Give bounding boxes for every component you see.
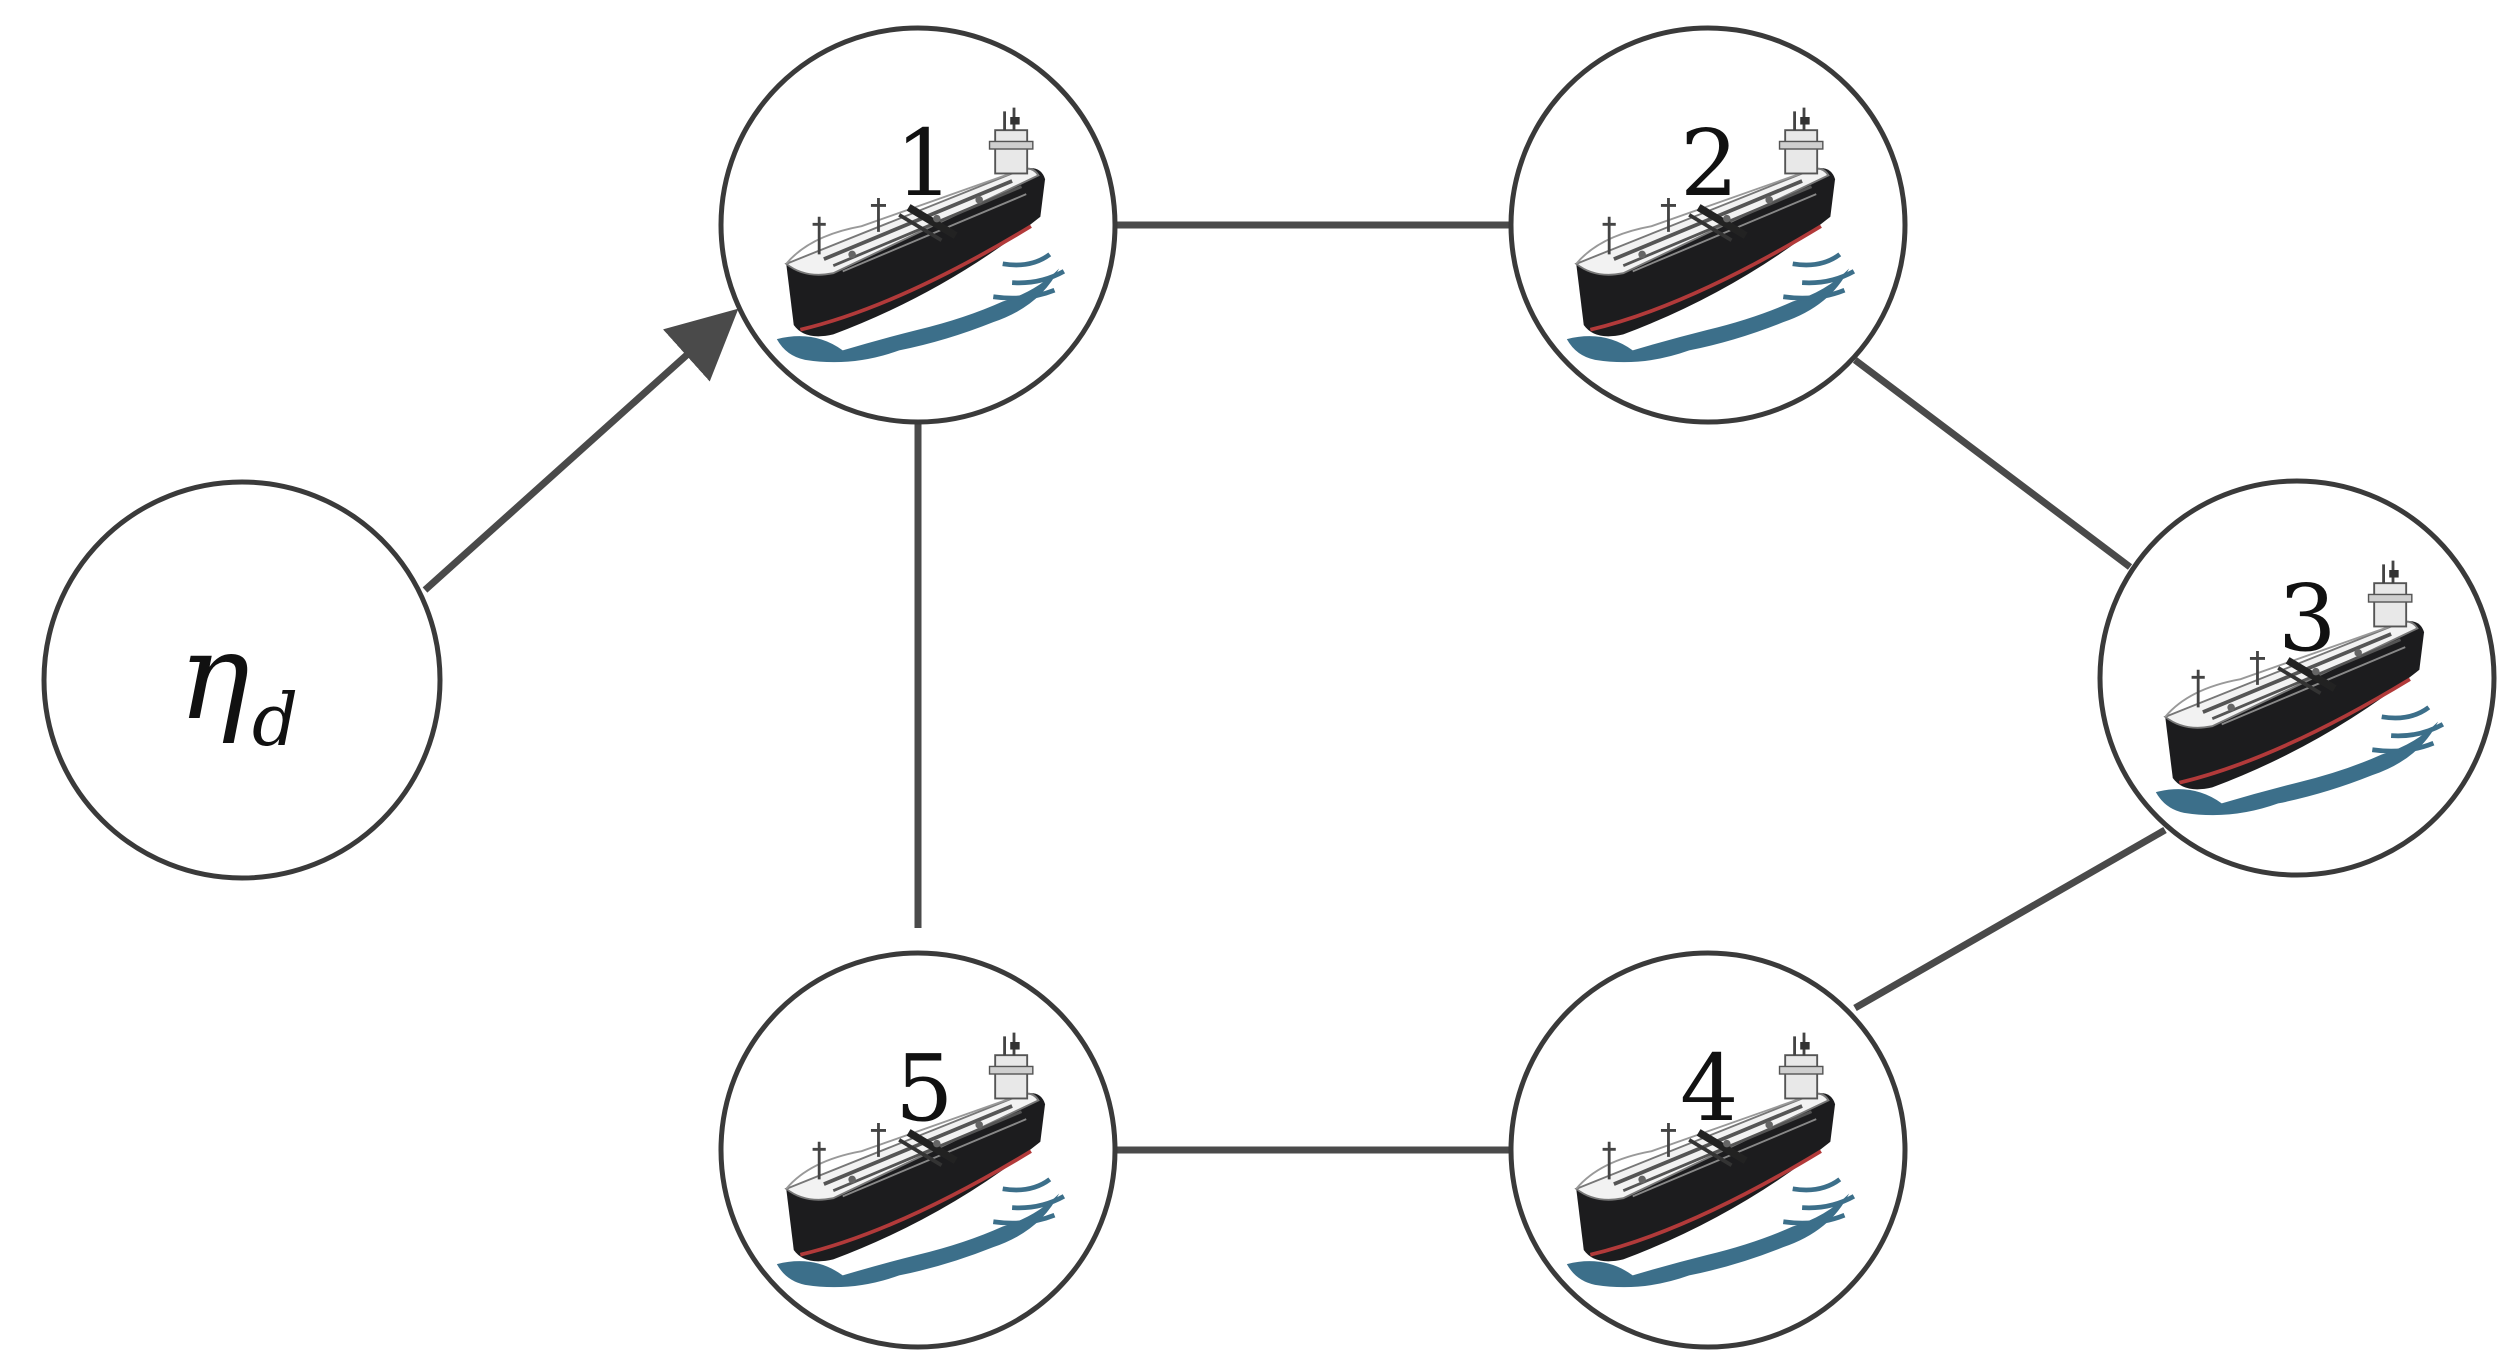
- ship-node-label: 2: [1680, 110, 1739, 217]
- ship-node-2: 2: [1508, 25, 1908, 425]
- ship-node-4: 4: [1508, 950, 1908, 1350]
- edge-eta-to-1: [422, 308, 739, 593]
- reference-subscript: d: [252, 678, 298, 762]
- ship-node-3: 3: [2097, 478, 2497, 878]
- reference-symbol: η: [178, 608, 250, 747]
- edge-3-4: [1853, 826, 2167, 1012]
- ship-node-label: 1: [895, 110, 954, 217]
- ship-node-label: 3: [2278, 565, 2337, 672]
- ship-node-5: 5: [718, 950, 1118, 1350]
- ship-node-label: 4: [1680, 1035, 1739, 1142]
- edges: [422, 221, 2167, 1154]
- ship-node-label: 5: [895, 1035, 954, 1142]
- edge-2-3: [1852, 357, 2133, 570]
- ship-node-1: 1: [718, 25, 1118, 425]
- reference-node: η d: [41, 479, 443, 881]
